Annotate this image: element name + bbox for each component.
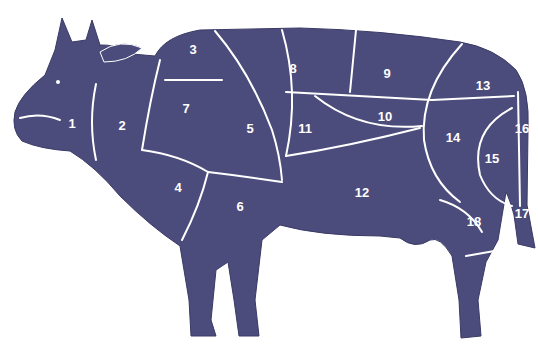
cut-lines bbox=[20, 30, 520, 256]
ear bbox=[100, 44, 142, 62]
eye bbox=[56, 80, 60, 84]
callout-number: 8 bbox=[289, 62, 296, 75]
callout-number: 1 bbox=[68, 117, 75, 130]
callout-number: 4 bbox=[174, 181, 181, 194]
callout-number: 16 bbox=[515, 122, 529, 135]
callout-number: 14 bbox=[446, 131, 460, 144]
cow-silhouette bbox=[14, 18, 535, 338]
callout-number: 10 bbox=[378, 110, 392, 123]
callout-number: 3 bbox=[189, 43, 196, 56]
callout-number: 11 bbox=[298, 122, 312, 135]
callout-number: 6 bbox=[236, 200, 243, 213]
callout-number: 2 bbox=[118, 119, 125, 132]
callout-number: 9 bbox=[383, 67, 390, 80]
callout-number: 7 bbox=[182, 102, 189, 115]
callout-number: 5 bbox=[246, 122, 253, 135]
callout-number: 17 bbox=[515, 207, 529, 220]
callout-number: 18 bbox=[467, 215, 481, 228]
callout-number: 15 bbox=[485, 152, 499, 165]
callout-number: 13 bbox=[476, 79, 490, 92]
callout-number: 12 bbox=[355, 186, 369, 199]
